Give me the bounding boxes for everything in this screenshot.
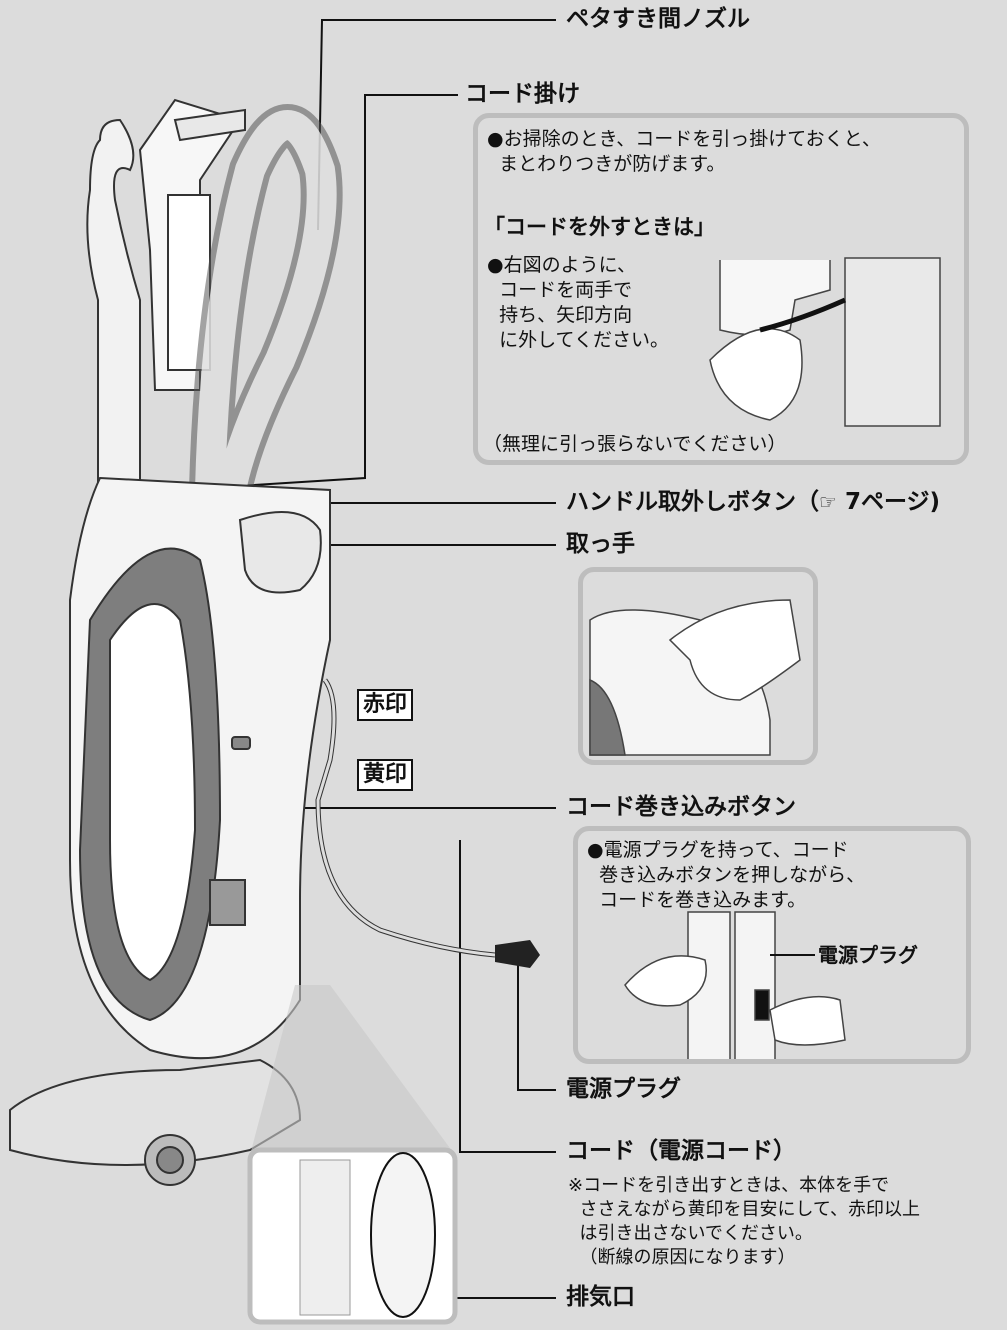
cord-pull-note: ※コードを引き出すときは、本体を手で ささえながら黄印を目安にして、赤印以上 は… — [568, 1175, 921, 1268]
rewind-note: ●電源プラグを持って、コード 巻き込みボタンを押しながら、 コードを巻き込みます… — [587, 839, 866, 911]
cord-hook-info-box — [473, 113, 969, 465]
cord-hook-label: コード掛け — [465, 81, 580, 107]
nozzle-label: ペタすき間ノズル — [566, 6, 750, 32]
handle-nozzle-drawing — [86, 98, 343, 521]
reference-arrow-icon: ☞ — [819, 490, 837, 514]
cord-removal-drawing — [709, 257, 941, 427]
cord-hook-note: ●お掃除のとき、コードを引っ掛けておくと、 まとわりつきが防げます。 — [487, 128, 881, 175]
handle-release-button-label: ハンドル取外しボタン（☞7ページ) — [566, 489, 941, 515]
cord-removal-steps: ●右図のように、 コードを両手で 持ち、矢印方向 に外してください。 — [487, 254, 669, 351]
rewind-button-label: コード巻き込みボタン — [566, 794, 796, 820]
cord-removal-caution: （無理に引っ張らないでください） — [483, 433, 787, 455]
grip-drawing — [589, 599, 801, 756]
yellow-mark-tag: 黄印 — [357, 759, 414, 791]
cord-removal-heading: 「コードを外すときは」 — [484, 215, 715, 239]
grip-info-box — [578, 567, 818, 765]
rewind-drawing — [624, 911, 846, 1061]
exhaust-port-label: 排気口 — [566, 1284, 635, 1310]
grip-label: 取っ手 — [566, 531, 635, 557]
power-plug-label: 電源プラグ — [566, 1076, 681, 1102]
red-mark-tag: 赤印 — [357, 689, 414, 721]
vacuum-body-drawing — [9, 476, 331, 1186]
rewind-info-box — [573, 826, 971, 1064]
power-plug-drawing — [495, 940, 540, 968]
power-cord-label: コード（電源コード） — [566, 1138, 796, 1164]
rewind-plug-label: 電源プラグ — [818, 943, 918, 967]
